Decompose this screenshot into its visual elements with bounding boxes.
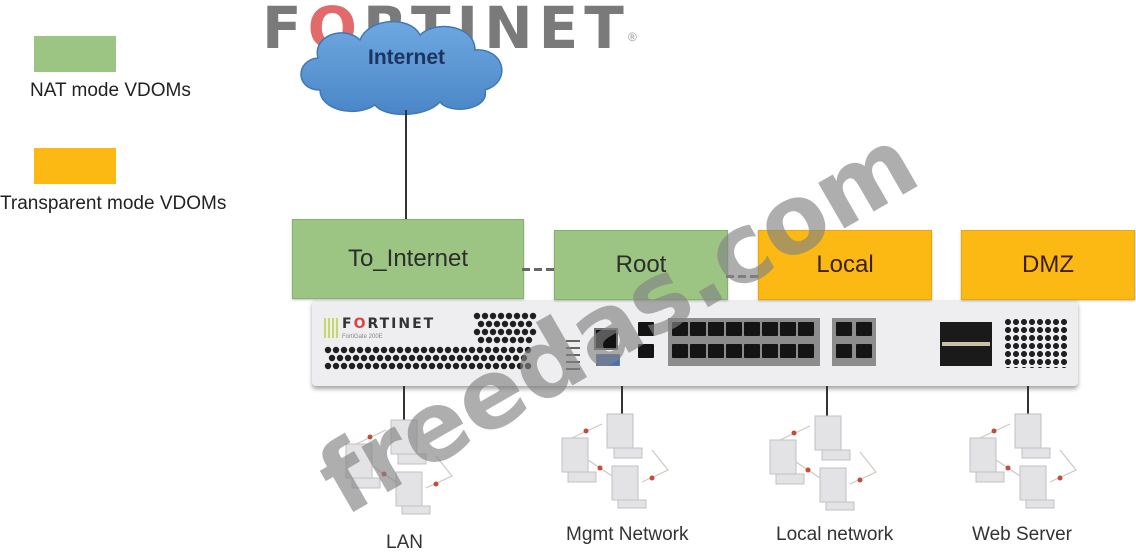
vdom-dmz[interactable]: DMZ	[961, 230, 1135, 300]
network-label-local: Local network	[776, 524, 894, 545]
fortigate-appliance: FORTINET FortiGate 200E	[312, 300, 1078, 386]
port[interactable]	[762, 344, 778, 358]
port[interactable]	[672, 344, 688, 358]
port[interactable]	[744, 344, 760, 358]
appliance-model: FortiGate 200E	[342, 334, 383, 340]
port[interactable]	[690, 322, 706, 336]
mgmt-link-line	[621, 386, 623, 416]
registered-mark: ®	[628, 30, 637, 44]
port[interactable]	[836, 344, 852, 358]
appliance-brand-f: F	[342, 316, 354, 332]
port[interactable]	[726, 344, 742, 358]
port[interactable]	[762, 322, 778, 336]
network-label-mgmt: Mgmt Network	[566, 524, 689, 545]
port[interactable]	[708, 344, 724, 358]
web-server-computers-icon	[969, 413, 1077, 509]
port[interactable]	[780, 344, 796, 358]
status-leds	[566, 340, 580, 370]
logo-letter-f: F	[262, 0, 308, 62]
port[interactable]	[836, 322, 852, 336]
vdom-to-internet-label: To_Internet	[347, 245, 469, 272]
legend-swatch-transparent	[34, 148, 116, 184]
sfp-divider	[942, 342, 990, 346]
internet-uplink-line	[405, 110, 407, 220]
legend-label-transparent: Transparent mode VDOMs	[0, 193, 227, 214]
internet-label: Internet	[368, 46, 446, 69]
port[interactable]	[726, 322, 742, 336]
vent-grille-right	[1004, 318, 1068, 368]
mgmt-port-1[interactable]	[638, 322, 654, 336]
console-port[interactable]	[594, 328, 618, 350]
network-label-web-server: Web Server	[972, 524, 1072, 545]
vdom-dmz-label: DMZ	[1022, 251, 1074, 278]
appliance-brand-rest: RTINET	[367, 316, 436, 332]
local-link-line	[826, 386, 828, 416]
appliance-brand-o: O	[353, 316, 368, 332]
inter-vdom-link-2	[726, 275, 758, 278]
dmz-link-line	[1027, 386, 1029, 416]
port[interactable]	[856, 344, 872, 358]
inter-vdom-link-1	[522, 268, 554, 271]
internet-cloud-icon	[300, 21, 503, 116]
lan-computers-icon	[345, 419, 453, 515]
legend-swatch-nat	[34, 36, 116, 72]
appliance-brand: FORTINET	[342, 316, 435, 332]
mgmt-port-2[interactable]	[638, 344, 654, 358]
vdom-to-internet[interactable]: To_Internet	[292, 219, 524, 299]
legend-label-nat: NAT mode VDOMs	[30, 80, 191, 101]
local-computers-icon	[769, 415, 877, 511]
port[interactable]	[708, 322, 724, 336]
port[interactable]	[780, 322, 796, 336]
vdom-root[interactable]: Root	[554, 230, 728, 300]
vdom-root-label: Root	[615, 251, 667, 278]
vdom-local-label: Local	[816, 251, 874, 278]
vent-grille-left	[324, 312, 537, 370]
port[interactable]	[798, 322, 814, 336]
port[interactable]	[798, 344, 814, 358]
port[interactable]	[856, 322, 872, 336]
network-label-lan: LAN	[386, 532, 423, 553]
appliance-logo-bars-icon	[324, 318, 338, 338]
vdom-local[interactable]: Local	[758, 230, 932, 300]
usb-port[interactable]	[596, 354, 620, 366]
lan-link-line	[403, 386, 405, 422]
port[interactable]	[690, 344, 706, 358]
mgmt-computers-icon	[561, 413, 669, 509]
port[interactable]	[672, 322, 688, 336]
port[interactable]	[744, 322, 760, 336]
